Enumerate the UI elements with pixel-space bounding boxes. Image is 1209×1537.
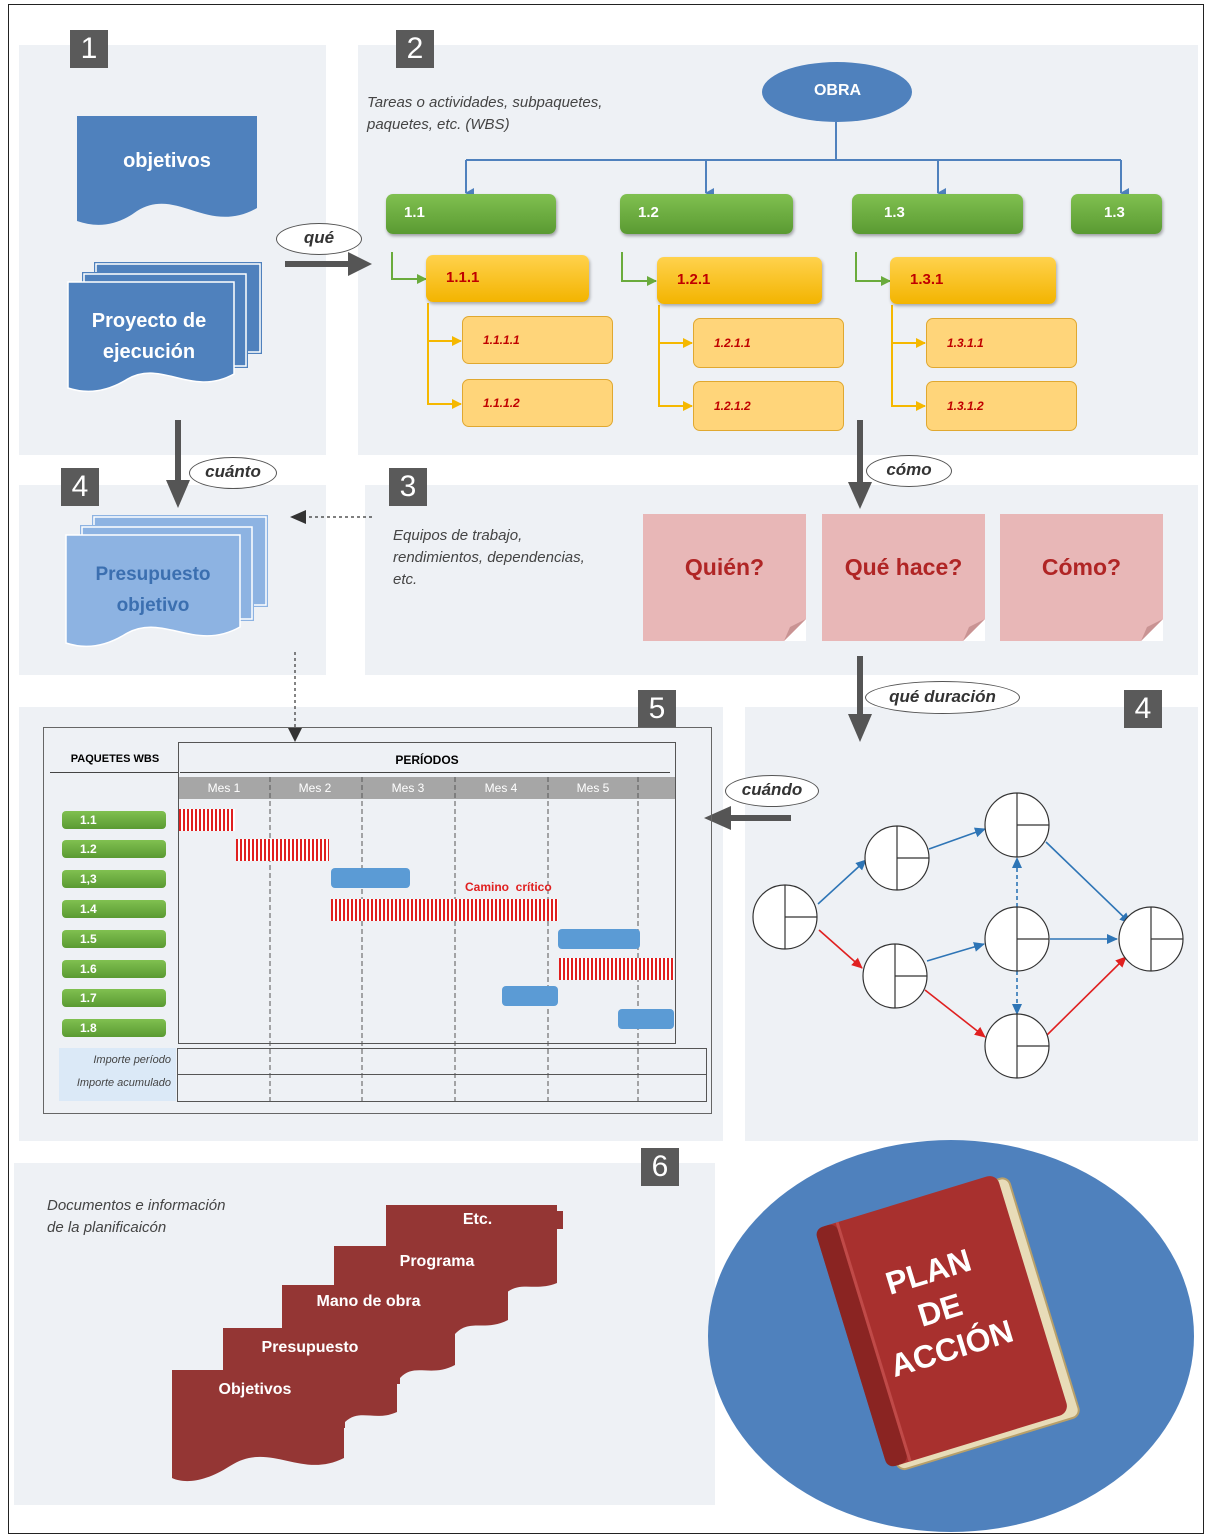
gantt-bar-critical: [331, 899, 558, 921]
gantt-month-4: Mes 4: [484, 781, 518, 795]
gantt-importe-periodo-label: Importe período: [93, 1054, 171, 1066]
book-icon: [816, 1176, 1080, 1471]
wbs-root-oval: [762, 62, 912, 122]
gantt-month-1: Mes 1: [207, 781, 241, 795]
gantt-month-5: Mes 5: [576, 781, 610, 795]
budget-label-line2: objetivo: [116, 595, 190, 616]
note-quien-label: Quién?: [684, 554, 765, 580]
gantt-header-periods: PERÍODOS: [395, 753, 459, 767]
gantt-importe-table: [177, 1048, 707, 1102]
gantt-package-1-2: 1.2: [62, 840, 166, 858]
page-frame: [8, 4, 1204, 1534]
gantt-bar: [331, 868, 410, 888]
gantt-package-1-4: 1.4: [62, 900, 166, 918]
gantt-package-1-3: 1,3: [62, 870, 166, 888]
gantt-month-3: Mes 3: [391, 781, 425, 795]
budget-multidocument-shape: [65, 515, 268, 648]
gantt-bar: [618, 1009, 674, 1029]
wbs-node-1-2-1: 1.2.1: [657, 257, 822, 304]
documents-caption-line1: Documentos e información: [47, 1197, 226, 1214]
connector-que-duracion: qué duración: [865, 681, 1020, 714]
section-number-4-budget: 4: [61, 468, 99, 506]
connector-como: cómo: [866, 455, 952, 487]
objectives-label: objetivos: [123, 150, 211, 172]
note-fold-icon: [963, 619, 985, 641]
section-number-3: 3: [389, 468, 427, 506]
gantt-month-strip: [179, 777, 675, 799]
note-como-label: Cómo?: [1041, 554, 1122, 580]
note-que-hace: Qué hace?: [822, 514, 985, 641]
resources-caption-line2: rendimientos, dependencias,: [393, 549, 585, 566]
gantt-package-1-5: 1.5: [62, 930, 166, 948]
wbs-caption-line1: Tareas o actividades, subpaquetes,: [367, 94, 603, 111]
section-number-2: 2: [396, 30, 434, 68]
resources-caption-line1: Equipos de trabajo,: [393, 527, 523, 544]
connector-cuando: cuándo: [725, 775, 819, 807]
gantt-bar-critical: [559, 958, 674, 980]
wbs-node-1-3-1-2: 1.3.1.2: [926, 381, 1077, 431]
gantt-critical-path-label: Camino crítico: [465, 880, 552, 894]
wbs-node-1-3: 1.3: [852, 194, 1023, 234]
wbs-node-1-2-1-2: 1.2.1.2: [693, 381, 844, 431]
note-fold-icon: [1141, 619, 1163, 641]
objectives-document-shape: [77, 116, 257, 225]
documents-caption-line2: de la planificaicón: [47, 1219, 167, 1236]
gantt-package-1-6: 1.6: [62, 960, 166, 978]
document-objetivos: Objetivos: [172, 1381, 338, 1399]
gantt-bar: [558, 929, 640, 949]
gantt-frame: [43, 727, 712, 1114]
document-presupuesto: Presupuesto: [223, 1339, 397, 1357]
note-fold-icon: [784, 619, 806, 641]
project-multidocument-shape: [67, 262, 262, 393]
section-number-4-network: 4: [1124, 690, 1162, 728]
budget-label-line1: Presupuesto: [95, 564, 211, 585]
project-label-line2: ejecución: [102, 341, 196, 363]
wbs-node-1-1-1: 1.1.1: [426, 255, 589, 302]
documents-stack: [172, 1205, 557, 1482]
gantt-periods-box: [178, 742, 676, 1044]
network-diagram: [752, 792, 1184, 1079]
project-label-line1: Proyecto de: [91, 310, 207, 332]
gantt-bar-critical: [179, 809, 235, 831]
document-mano-de-obra: Mano de obra: [282, 1293, 455, 1311]
section-number-6: 6: [641, 1148, 679, 1186]
note-que-hace-label: Qué hace?: [844, 554, 963, 580]
connector-que: qué: [276, 223, 362, 255]
wbs-node-1-1-1-2: 1.1.1.2: [462, 379, 613, 427]
wbs-node-1-1: 1.1: [386, 194, 556, 234]
gantt-importe-label-bg: [59, 1048, 176, 1101]
document-programa: Programa: [334, 1253, 524, 1271]
resources-caption-line3: etc.: [393, 571, 418, 588]
flow-arrows: [166, 252, 872, 830]
gantt-bar-critical: [236, 839, 329, 861]
wbs-node-1-3-1: 1.3.1: [890, 257, 1056, 304]
gantt-package-1-8: 1.8: [62, 1019, 166, 1037]
section-number-1: 1: [70, 30, 108, 68]
gantt-header-wbs: PAQUETES WBS: [70, 753, 160, 765]
gantt-periods-underline: [180, 772, 670, 773]
wbs-node-1-2-1-1: 1.2.1.1: [693, 318, 844, 368]
wbs-caption-line2: paquetes, etc. (WBS): [367, 116, 510, 133]
wbs-node-1-3-1-1: 1.3.1.1: [926, 318, 1077, 368]
gantt-package-1-1: 1.1: [62, 811, 166, 829]
gantt-bar: [502, 986, 558, 1006]
wbs-node-1-2: 1.2: [620, 194, 793, 234]
note-como: Cómo?: [1000, 514, 1163, 641]
note-quien: Quién?: [643, 514, 806, 641]
wbs-root-label: OBRA: [813, 82, 862, 99]
wbs-node-1-1-1-1: 1.1.1.1: [462, 316, 613, 364]
gantt-importe-acumulado-label: Importe acumulado: [76, 1077, 171, 1089]
document-etc: Etc.: [386, 1211, 563, 1229]
gantt-importe-divider: [177, 1074, 707, 1075]
section-number-5: 5: [638, 690, 676, 728]
gantt-header-wbs-underline: [50, 772, 178, 773]
wbs-node-1-3-b: 1.3: [1071, 194, 1162, 234]
connector-cuanto: cuánto: [189, 457, 277, 489]
wbs-connectors: [391, 122, 1129, 411]
gantt-package-1-7: 1.7: [62, 989, 166, 1007]
gantt-month-2: Mes 2: [298, 781, 332, 795]
